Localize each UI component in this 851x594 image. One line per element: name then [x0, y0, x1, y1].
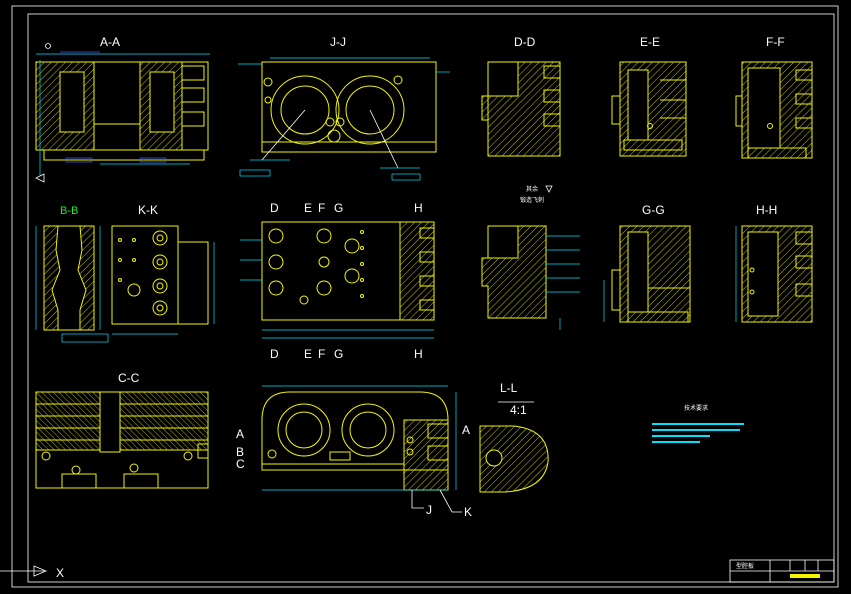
view-a-a[interactable]: A-A [35, 35, 210, 183]
section-mark-d-top: D [270, 201, 279, 215]
section-mark-e-top: E [304, 201, 312, 215]
section-mark-b: B [236, 445, 244, 459]
view-label-b-b: B-B [60, 205, 78, 217]
ucs-x-label: X [56, 566, 64, 580]
view-k-k[interactable]: K-K [61, 203, 215, 343]
view-h-h[interactable]: H-H [735, 203, 813, 323]
view-label-j-j: J-J [330, 35, 346, 49]
view-side-middle[interactable]: 其余 锻造飞刺 [481, 185, 580, 330]
view-b-b[interactable]: B-B [35, 205, 101, 331]
view-l-l[interactable]: L-L 4:1 [479, 381, 549, 493]
view-j-j[interactable]: J-J [238, 35, 450, 181]
surface-roughness-note: 其余 [526, 185, 538, 193]
view-front-lower[interactable]: A B C A J K [236, 385, 472, 519]
view-c-c[interactable]: C-C [35, 371, 209, 489]
view-plan[interactable]: D E F G H D E F G H [240, 201, 435, 361]
section-mark-e-bottom: E [304, 347, 312, 361]
view-scale-l-l: 4:1 [510, 403, 527, 417]
view-label-f-f: F-F [766, 35, 785, 49]
section-mark-g-bottom: G [334, 347, 343, 361]
section-mark-c: C [236, 457, 245, 471]
view-g-g[interactable]: G-G [603, 203, 691, 323]
technical-requirements[interactable]: 技术要求 [652, 404, 744, 443]
view-label-k-k: K-K [138, 203, 158, 217]
view-label-l-l: L-L [500, 381, 518, 395]
surface-roughness-sub: 锻造飞刺 [520, 196, 544, 204]
section-mark-h-top: H [414, 201, 423, 215]
section-mark-k: K [464, 505, 472, 519]
view-d-d[interactable]: D-D [481, 35, 561, 157]
section-mark-g-top: G [334, 201, 343, 215]
drawing-frame [11, 5, 839, 588]
tech-requirements-title: 技术要求 [684, 404, 708, 412]
section-mark-d-bottom: D [270, 347, 279, 361]
view-label-h-h: H-H [756, 203, 777, 217]
view-label-a-a: A-A [100, 35, 120, 49]
section-mark-f-top: F [318, 201, 325, 215]
view-label-c-c: C-C [118, 371, 140, 385]
view-e-e[interactable]: E-E [611, 35, 687, 157]
section-mark-a: A [236, 427, 244, 441]
view-label-d-d: D-D [514, 35, 536, 49]
section-mark-a-right: A [462, 423, 470, 437]
title-block[interactable]: 型腔板 [729, 559, 835, 583]
view-f-f[interactable]: F-F [735, 35, 813, 159]
title-block-name: 型腔板 [736, 562, 754, 570]
section-mark-j: J [426, 503, 432, 517]
section-mark-h-bottom: H [414, 347, 423, 361]
view-label-g-g: G-G [642, 203, 665, 217]
section-mark-f-bottom: F [318, 347, 325, 361]
view-label-e-e: E-E [640, 35, 660, 49]
ucs-origin-icon: X [0, 565, 64, 580]
